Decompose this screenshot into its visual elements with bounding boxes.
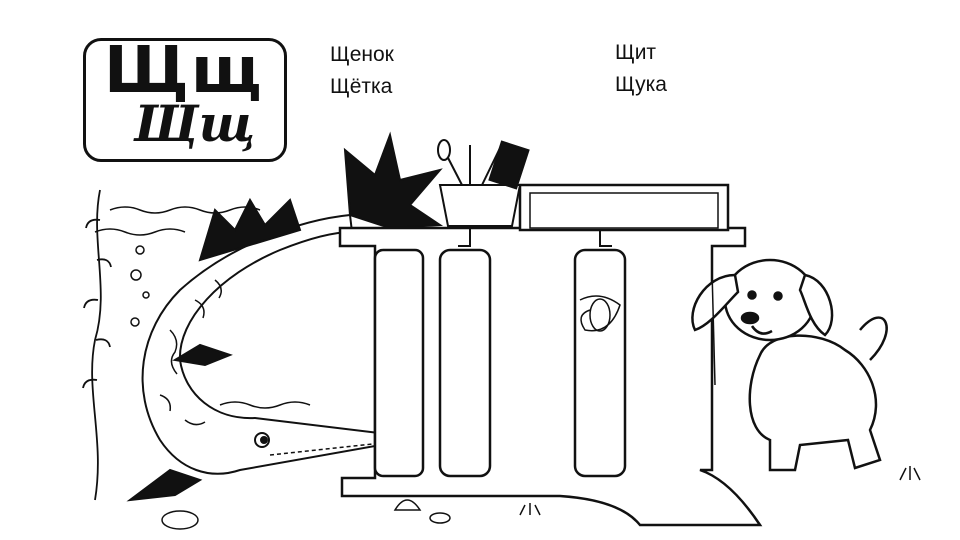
bubbles <box>130 245 150 327</box>
pike-fish <box>126 131 444 502</box>
word-shchit: Щит <box>615 41 657 64</box>
toothbrush-cup <box>437 139 530 227</box>
word-shchyotka: Щётка <box>330 75 393 98</box>
word-shchuka: Щука <box>615 73 667 96</box>
picture-frame <box>518 183 730 232</box>
word-shchenok: Щенок <box>330 43 394 66</box>
puppy <box>691 258 888 472</box>
letter-card: Щщ Щщ <box>83 38 287 162</box>
letter-shcha-shelf <box>338 226 763 527</box>
script-letters: Щщ <box>134 94 256 153</box>
ground-details <box>161 466 921 530</box>
print-letters: Щщ <box>104 34 264 108</box>
seaweed <box>82 189 112 501</box>
